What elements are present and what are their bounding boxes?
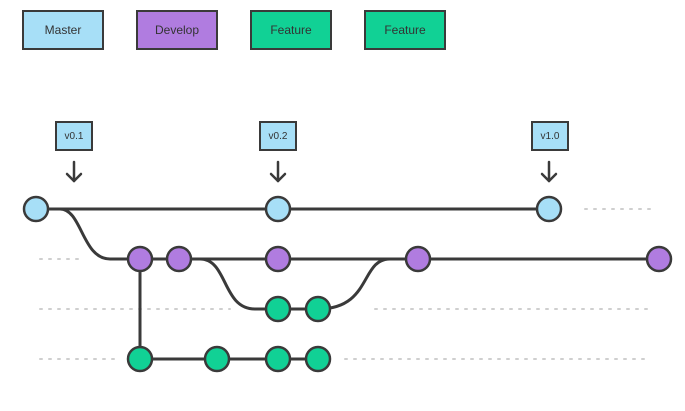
- feature-line: [199, 257, 391, 311]
- legend-master-label: Master: [44, 23, 82, 37]
- tag-v1-0: v1.0: [531, 121, 569, 151]
- tag-v1-0-label: v1.0: [540, 130, 560, 142]
- master-commit: [22, 195, 50, 223]
- commits: [22, 195, 673, 373]
- develop-commit: [645, 245, 673, 273]
- develop-commit: [126, 245, 154, 273]
- legend-feature-2-label: Feature: [384, 23, 426, 37]
- tag-v0-2: v0.2: [259, 121, 297, 151]
- master-commit: [264, 195, 292, 223]
- feature2-commit: [126, 345, 154, 373]
- tag-arrows: [65, 160, 558, 183]
- tag-v0-1-label: v0.1: [64, 130, 84, 142]
- legend-develop-label: Develop: [154, 23, 200, 37]
- branch-lines: [36, 207, 659, 361]
- tag-v0-1: v0.1: [55, 121, 93, 151]
- feature2-commit: [264, 345, 292, 373]
- develop-commit: [165, 245, 193, 273]
- develop-commit: [404, 245, 432, 273]
- tag-v0-2-label: v0.2: [268, 130, 288, 142]
- feature2-commit: [304, 345, 332, 373]
- legend-feature-2: Feature: [364, 10, 446, 50]
- legend-develop: Develop: [136, 10, 218, 50]
- develop-commit: [264, 245, 292, 273]
- feature-commit: [304, 295, 332, 323]
- feature-commit: [264, 295, 292, 323]
- arrow-down-icon: [65, 160, 83, 183]
- feature2-commit: [203, 345, 231, 373]
- arrow-down-icon: [540, 160, 558, 183]
- dotted-guides: [39, 208, 651, 360]
- legend-feature-1-label: Feature: [270, 23, 312, 37]
- master-commit: [535, 195, 563, 223]
- develop-fork-line: [59, 207, 111, 261]
- legend-master: Master: [22, 10, 104, 50]
- arrow-down-icon: [269, 160, 287, 183]
- legend-feature-1: Feature: [250, 10, 332, 50]
